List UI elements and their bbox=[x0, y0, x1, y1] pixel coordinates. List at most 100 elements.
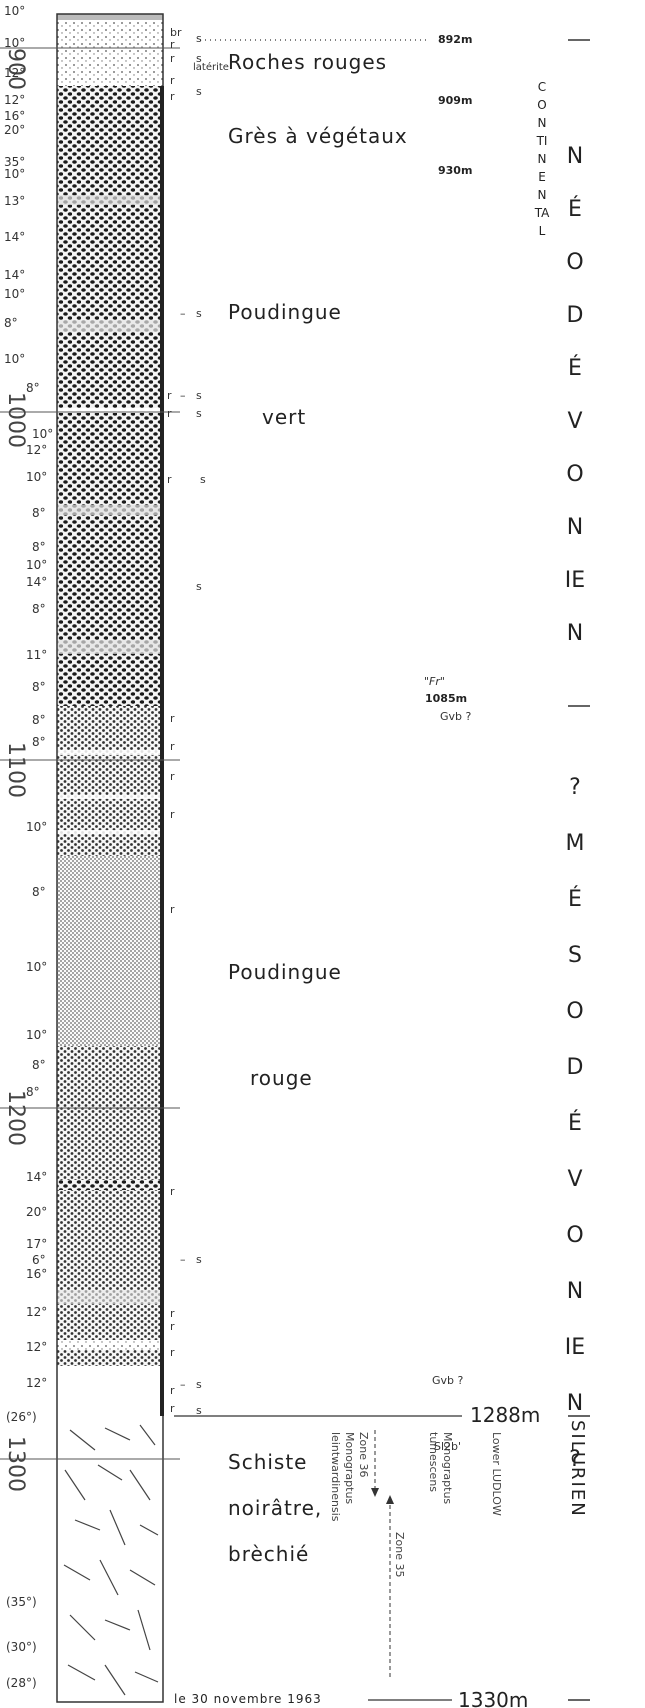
dip-label: 14° bbox=[4, 230, 26, 244]
marker-s: s bbox=[196, 52, 202, 65]
dip-label: 8° bbox=[32, 506, 46, 520]
marker-dash: – bbox=[180, 1378, 186, 1391]
marker-s: s bbox=[196, 580, 202, 593]
depth-892m: 892m bbox=[438, 33, 473, 46]
dip-label: 12° bbox=[4, 93, 26, 107]
unit-poudingue-rouge-2: rouge bbox=[250, 1066, 313, 1090]
dip-label: 12° bbox=[26, 1305, 48, 1319]
unit-schiste-1: Schiste bbox=[228, 1450, 308, 1474]
unit-poudingue-rouge-1: Poudingue bbox=[228, 960, 342, 984]
marker-r: r bbox=[170, 1402, 175, 1415]
dip-label: 12° bbox=[4, 66, 26, 80]
marker-s: s bbox=[196, 85, 202, 98]
unit-poudingue-vert-1: Poudingue bbox=[228, 300, 342, 324]
monograptus-leint-2: leintwardinensis bbox=[329, 1432, 342, 1522]
marker-s: s bbox=[196, 407, 202, 420]
unit-poudingue-vert-2: vert bbox=[262, 405, 307, 429]
marker-s: s bbox=[196, 307, 202, 320]
dip-label: 20° bbox=[4, 123, 26, 137]
dip-label: 14° bbox=[4, 268, 26, 282]
dip-label: 12° bbox=[26, 1340, 48, 1354]
unit-schiste-3: brèchié bbox=[228, 1542, 310, 1566]
marker-r: r bbox=[170, 808, 175, 821]
marker-r: r bbox=[170, 770, 175, 783]
laterite-label: latérite bbox=[193, 62, 229, 73]
dip-label: 11° bbox=[26, 648, 48, 662]
depth-930m: 930m bbox=[438, 164, 473, 177]
marker-r: r bbox=[167, 407, 172, 420]
unit-roches-rouges: Roches rouges bbox=[228, 50, 388, 74]
dip-label: 10° bbox=[26, 1028, 48, 1042]
dip-label: 10° bbox=[4, 36, 26, 50]
dip-label: 16° bbox=[4, 109, 26, 123]
period-silurien: SILURIEN bbox=[567, 1420, 588, 1518]
marker-dash: – bbox=[180, 389, 186, 402]
dip-label: 6° bbox=[32, 1253, 46, 1267]
dip-label: (30°) bbox=[6, 1640, 37, 1654]
depth-tick-1300: 1300 bbox=[3, 1436, 28, 1492]
marker-r: r bbox=[170, 1384, 175, 1397]
marker-r: r bbox=[170, 52, 175, 65]
marker-r: r bbox=[170, 740, 175, 753]
lower-ludlow-label: Lower LUDLOW bbox=[490, 1432, 503, 1516]
unit-gres-vegetaux: Grès à végétaux bbox=[228, 124, 408, 148]
dip-label: 8° bbox=[32, 885, 46, 899]
marker-s: s bbox=[196, 1404, 202, 1417]
marker-r: r bbox=[170, 903, 175, 916]
dip-label: 8° bbox=[26, 1085, 40, 1099]
marker-r: r bbox=[167, 389, 172, 402]
marker-s: s bbox=[196, 32, 202, 45]
monograptus-leint-1: Monograptus bbox=[343, 1432, 356, 1505]
depth-1330m: 1330m bbox=[458, 1688, 529, 1708]
dip-label: 14° bbox=[26, 575, 48, 589]
period-mesodevonien: ? MÉSODÉVONIEN ? bbox=[564, 775, 586, 1472]
marker-r: r bbox=[170, 1320, 175, 1333]
dip-label: 8° bbox=[32, 602, 46, 616]
dip-label: 8° bbox=[32, 1058, 46, 1072]
dip-label: (35°) bbox=[6, 1595, 37, 1609]
marker-r: r bbox=[167, 473, 172, 486]
dip-label: 12° bbox=[26, 443, 48, 457]
fossil-fr: "Fr" bbox=[424, 675, 445, 688]
period-continental: CONTINENTAL bbox=[534, 80, 550, 238]
dip-label: 8° bbox=[4, 316, 18, 330]
marker-r: r bbox=[170, 90, 175, 103]
dip-label: (28°) bbox=[6, 1676, 37, 1690]
marker-r: r bbox=[170, 1307, 175, 1320]
dip-label: 16° bbox=[26, 1267, 48, 1281]
depth-909m: 909m bbox=[438, 94, 473, 107]
fossil-gvb-2: Gvb ? bbox=[432, 1374, 464, 1387]
dip-label: 10° bbox=[4, 4, 26, 18]
dip-label: 8° bbox=[32, 680, 46, 694]
dip-label: 10° bbox=[26, 558, 48, 572]
depth-1288m: 1288m bbox=[470, 1403, 541, 1427]
dip-label: 10° bbox=[32, 427, 54, 441]
marker-r: r bbox=[170, 1346, 175, 1359]
marker-r: r bbox=[170, 712, 175, 725]
dip-label: 8° bbox=[32, 713, 46, 727]
dip-label: 10° bbox=[26, 820, 48, 834]
dip-label: 10° bbox=[4, 287, 26, 301]
dip-label: 10° bbox=[4, 352, 26, 366]
fossil-gvb-1: Gvb ? bbox=[440, 710, 472, 723]
marker-s: s bbox=[196, 1378, 202, 1391]
zone-35-label: Zone 35 bbox=[393, 1532, 406, 1578]
sl2b-label: Sl2b' bbox=[434, 1440, 462, 1453]
zone-36-label: Zone 36 bbox=[357, 1432, 370, 1478]
dip-label: 8° bbox=[26, 381, 40, 395]
depth-tick-1100: 1100 bbox=[3, 742, 28, 798]
date-label: le 30 novembre 1963 bbox=[174, 1692, 322, 1706]
dip-label: 10° bbox=[4, 167, 26, 181]
dip-label: (26°) bbox=[6, 1410, 37, 1424]
marker-dash: – bbox=[180, 307, 186, 320]
marker-s: s bbox=[196, 1253, 202, 1266]
dip-label: 8° bbox=[32, 540, 46, 554]
marker-r: r bbox=[170, 74, 175, 87]
dip-label: 10° bbox=[26, 960, 48, 974]
dip-label: 12° bbox=[26, 1376, 48, 1390]
dip-label: 10° bbox=[26, 470, 48, 484]
depth-1085m: 1085m bbox=[425, 692, 468, 705]
period-neodevonien: NÉODÉVONIEN bbox=[564, 144, 586, 646]
